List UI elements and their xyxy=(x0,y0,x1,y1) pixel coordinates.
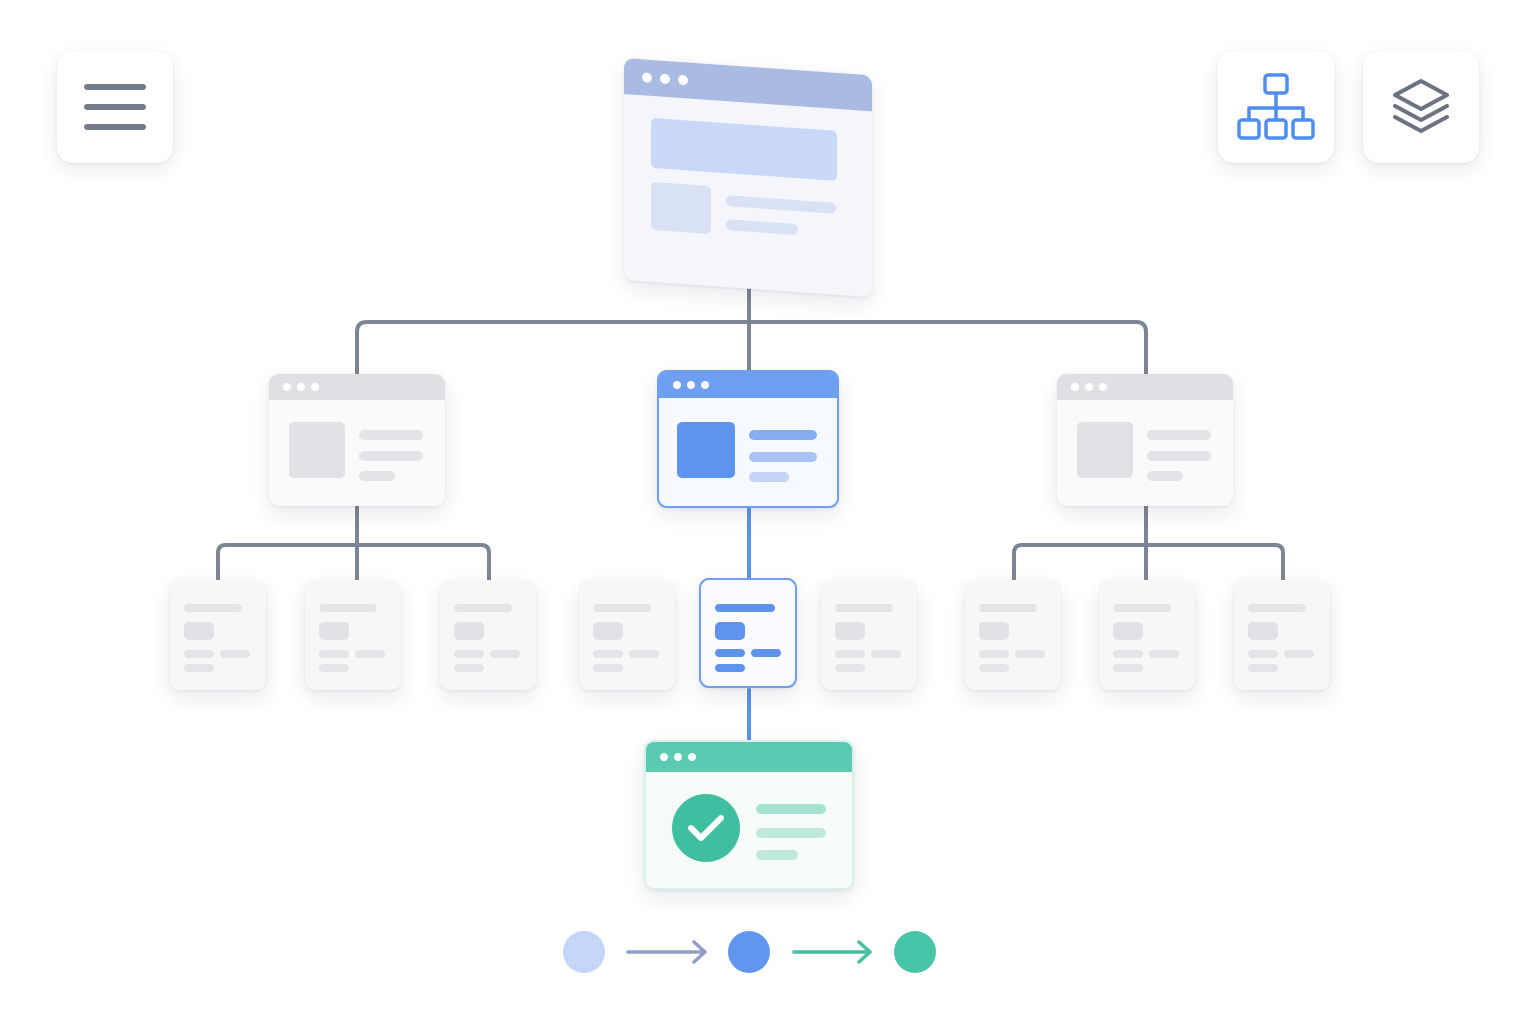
level2-page-card[interactable] xyxy=(305,580,401,690)
hamburger-menu-icon xyxy=(84,84,146,130)
blue-dot xyxy=(728,931,770,973)
level2-page-card[interactable] xyxy=(821,580,917,690)
level2-page-card[interactable] xyxy=(579,580,675,690)
menu-button[interactable] xyxy=(57,51,173,163)
checkmark-icon xyxy=(672,794,740,862)
arrow-right-icon xyxy=(792,940,872,964)
arrow-right-icon xyxy=(626,940,707,964)
success-page-card[interactable] xyxy=(644,740,854,890)
level2-page-card-active[interactable] xyxy=(699,578,797,688)
level2-page-card[interactable] xyxy=(440,580,536,690)
green-dot xyxy=(894,931,936,973)
sitemap-icon xyxy=(1237,73,1315,140)
level2-page-card[interactable] xyxy=(965,580,1061,690)
level1-page-card-active[interactable] xyxy=(657,370,839,508)
layers-icon xyxy=(1393,79,1449,133)
level1-page-card-right[interactable] xyxy=(1057,374,1233,506)
level1-page-card-left[interactable] xyxy=(269,374,445,506)
sitemap-button[interactable] xyxy=(1218,51,1334,163)
layers-button[interactable] xyxy=(1363,51,1479,163)
light-blue-dot xyxy=(563,931,605,973)
level2-page-card[interactable] xyxy=(1099,580,1195,690)
level2-page-card[interactable] xyxy=(170,580,266,690)
level2-page-card[interactable] xyxy=(1234,580,1330,690)
